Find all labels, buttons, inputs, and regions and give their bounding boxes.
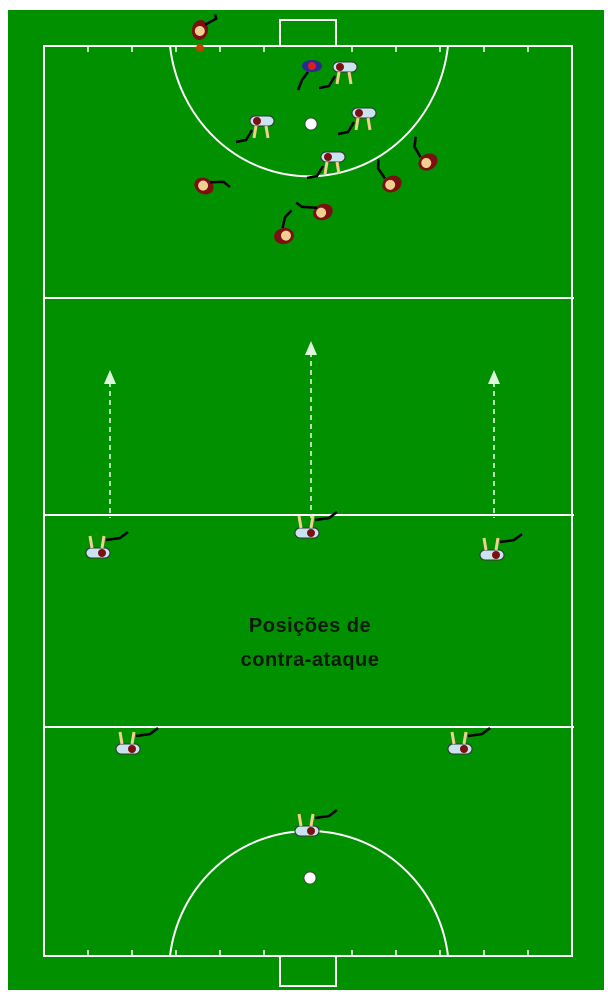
- top-goal: [279, 19, 337, 46]
- pitch-boundary: [43, 45, 573, 957]
- run-arrows: [109, 352, 495, 518]
- diagram-caption-line-2: contra-ataque: [240, 649, 380, 671]
- ball-icon: [196, 44, 204, 52]
- field-hockey-player-light-icon: [318, 61, 358, 90]
- boundary-ticks: [87, 46, 529, 956]
- field-hockey-player-light-icon: [115, 727, 159, 755]
- field-hockey-player-dark-icon: [191, 14, 218, 40]
- field-hockey-player-dark-icon: [376, 159, 402, 193]
- field-hockey-player-light-icon: [447, 727, 491, 755]
- arrow-head-icon: [104, 370, 116, 384]
- ball-icon: [303, 871, 317, 885]
- field-hockey-player-light-icon: [85, 531, 129, 559]
- field-hockey-player-dark-icon: [413, 136, 438, 171]
- pitch-surface: [8, 10, 604, 990]
- pitch-markings: [43, 19, 574, 987]
- field-hockey-player-dark-icon: [274, 209, 294, 245]
- field-hockey-player-light-icon: [235, 115, 275, 144]
- field-hockey-player-light-icon: [306, 151, 346, 180]
- bottom-goal: [279, 956, 337, 987]
- field-hockey-player-dark-icon: [296, 60, 322, 91]
- diagram-caption-line-1: Posições de: [248, 615, 372, 637]
- ball-icon: [304, 117, 318, 131]
- field-hockey-player-light-icon: [294, 511, 338, 539]
- attacking-players: [191, 14, 438, 245]
- arrow-heads: [104, 341, 500, 384]
- arrow-head-icon: [488, 370, 500, 384]
- top-shooting-circle: [169, 45, 449, 178]
- field-hockey-player-light-icon: [479, 533, 523, 561]
- field-hockey-player-light-icon: [294, 809, 338, 837]
- field-hockey-player-dark-icon: [194, 177, 231, 195]
- field-hockey-player-light-icon: [337, 107, 377, 136]
- arrow-head-icon: [305, 341, 317, 355]
- defending-players: [85, 61, 523, 837]
- field-hockey-player-dark-icon: [295, 201, 333, 221]
